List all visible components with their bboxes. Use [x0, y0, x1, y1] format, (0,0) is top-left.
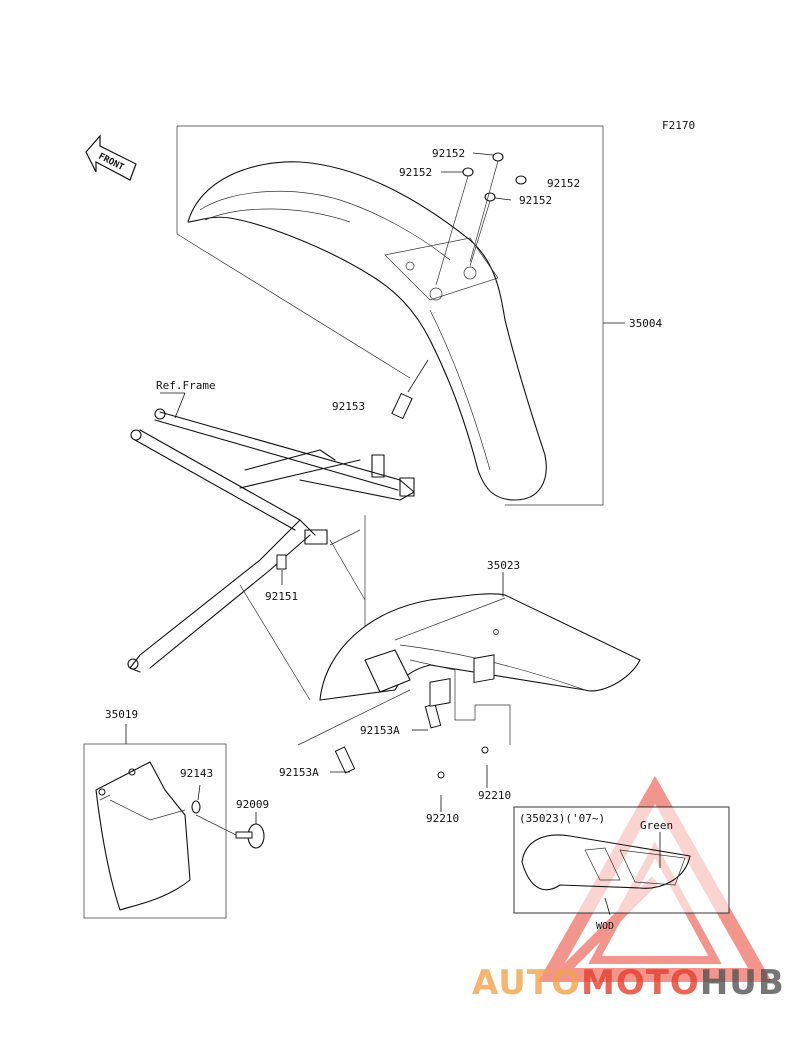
- clip-nut-92210-icon: [429, 654, 495, 812]
- inset-title: (35023)('07~): [519, 812, 605, 825]
- label-92009: 92009: [236, 798, 269, 811]
- svg-text:AUTOMOTOHUB: AUTOMOTOHUB: [472, 963, 785, 1003]
- watermark-hub: HUB: [700, 963, 785, 1003]
- label-92152-d: 92152: [519, 194, 552, 207]
- inset-bottom-label: WOD: [596, 921, 614, 932]
- figure-code: F2170: [662, 119, 695, 132]
- collar-92143-icon: [191, 784, 201, 814]
- mud-flap-frame: [83, 724, 227, 919]
- ref-frame: [127, 392, 415, 673]
- label-35023: 35023: [487, 559, 520, 572]
- label-92152-b: 92152: [399, 166, 432, 179]
- grommets-92152-icon: [435, 152, 527, 286]
- bolt-92151-icon: [276, 554, 287, 585]
- watermark-moto: MOTO: [581, 963, 700, 1003]
- front-arrow-icon: FRONT: [85, 134, 137, 181]
- label-92143: 92143: [180, 767, 213, 780]
- mud-flap-35019: [95, 761, 191, 911]
- label-35004: 35004: [629, 317, 662, 330]
- label-92210-b: 92210: [478, 789, 511, 802]
- screw-92009-icon: [195, 812, 265, 849]
- inset-color-label: Green: [640, 819, 673, 832]
- label-35019: 35019: [105, 708, 138, 721]
- rear-fender-35023: [319, 572, 641, 745]
- watermark-text: AUTOMOTOHUB: [472, 963, 785, 1003]
- watermark-auto: AUTO: [472, 963, 581, 1003]
- front-fender-35004: [187, 161, 547, 501]
- label-92152-c: 92152: [547, 177, 580, 190]
- label-92153A-a: 92153A: [360, 724, 400, 737]
- label-92151: 92151: [265, 590, 298, 603]
- ref-frame-label: Ref.Frame: [156, 379, 216, 392]
- label-92153: 92153: [332, 400, 365, 413]
- label-92152-a: 92152: [432, 147, 465, 160]
- inset-box: [513, 806, 730, 916]
- label-92153A-b: 92153A: [279, 766, 319, 779]
- front-fender-frame: [176, 125, 625, 506]
- label-92210-a: 92210: [426, 812, 459, 825]
- bolt-92153-icon: [391, 359, 429, 420]
- bolt-92153A-icon: [330, 703, 442, 774]
